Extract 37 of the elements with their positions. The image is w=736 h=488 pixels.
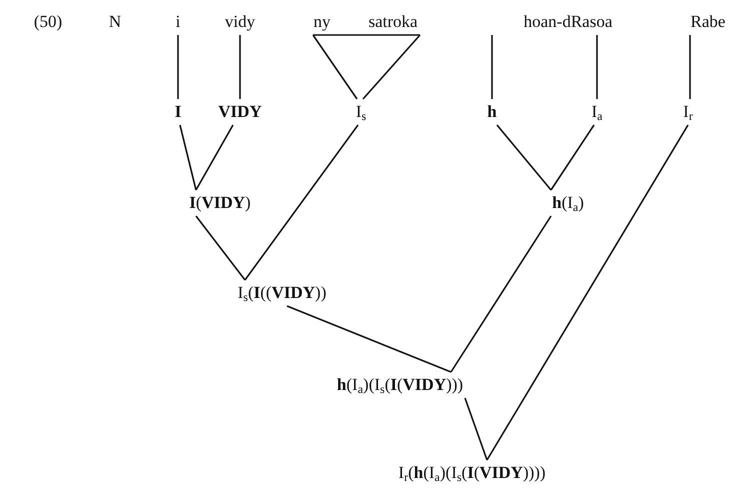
tree-branch-line (179, 124, 197, 190)
tree-branch-line (312, 34, 358, 100)
tree-node-label: I$_{s}$ (354, 99, 368, 125)
tree-node-label: h (486, 99, 498, 125)
tree-node-label: satroka (367, 9, 419, 35)
tree-branch-line (491, 35, 493, 99)
tree-node-label: h(I$_{a}$) (551, 190, 585, 216)
tree-branch-line (464, 398, 488, 460)
tree-node-label: h(I$_{a}$)(I$_{s}$(I(VIDY))) (336, 372, 464, 398)
tree-node-label: I$_{s}$(I((VIDY)) (236, 280, 328, 306)
tree-branch-line (450, 216, 552, 372)
tree-node-label: ny (312, 9, 332, 35)
tree-branch-line (195, 124, 234, 190)
tree-branch-line (496, 124, 552, 191)
tree-branch-line (550, 124, 595, 190)
tree-branch-line (362, 34, 421, 100)
tree-branch-line (486, 124, 689, 460)
tree-node-label: Rabe (690, 9, 726, 35)
tree-branch-line (596, 35, 598, 99)
tree-branch-line (195, 216, 246, 280)
example-number: (50) (32, 11, 64, 33)
tree-branch-line (244, 124, 359, 280)
tree-node-label: I$_{r}$ (682, 99, 694, 125)
tree-node-label: I$_{a}$ (590, 99, 604, 125)
tree-node-label: hoan-dRasoa (522, 9, 614, 35)
tree-node-label: VIDY (217, 99, 263, 125)
tree-node-label: I(VIDY) (188, 190, 252, 216)
category-label: N (108, 11, 122, 33)
tree-branch-line (286, 305, 452, 373)
tree-branch-line (313, 34, 420, 36)
tree-node-label: i (174, 9, 182, 35)
tree-branch-line (177, 35, 179, 99)
tree-branch-line (239, 35, 241, 99)
tree-node-label: vidy (224, 9, 256, 35)
tree-node-label: I (174, 99, 182, 125)
tree-branch-line (689, 35, 691, 99)
tree-node-label: I$_{r}$(h(I$_{a}$)(I$_{s}$(I(VIDY)))) (397, 460, 547, 486)
